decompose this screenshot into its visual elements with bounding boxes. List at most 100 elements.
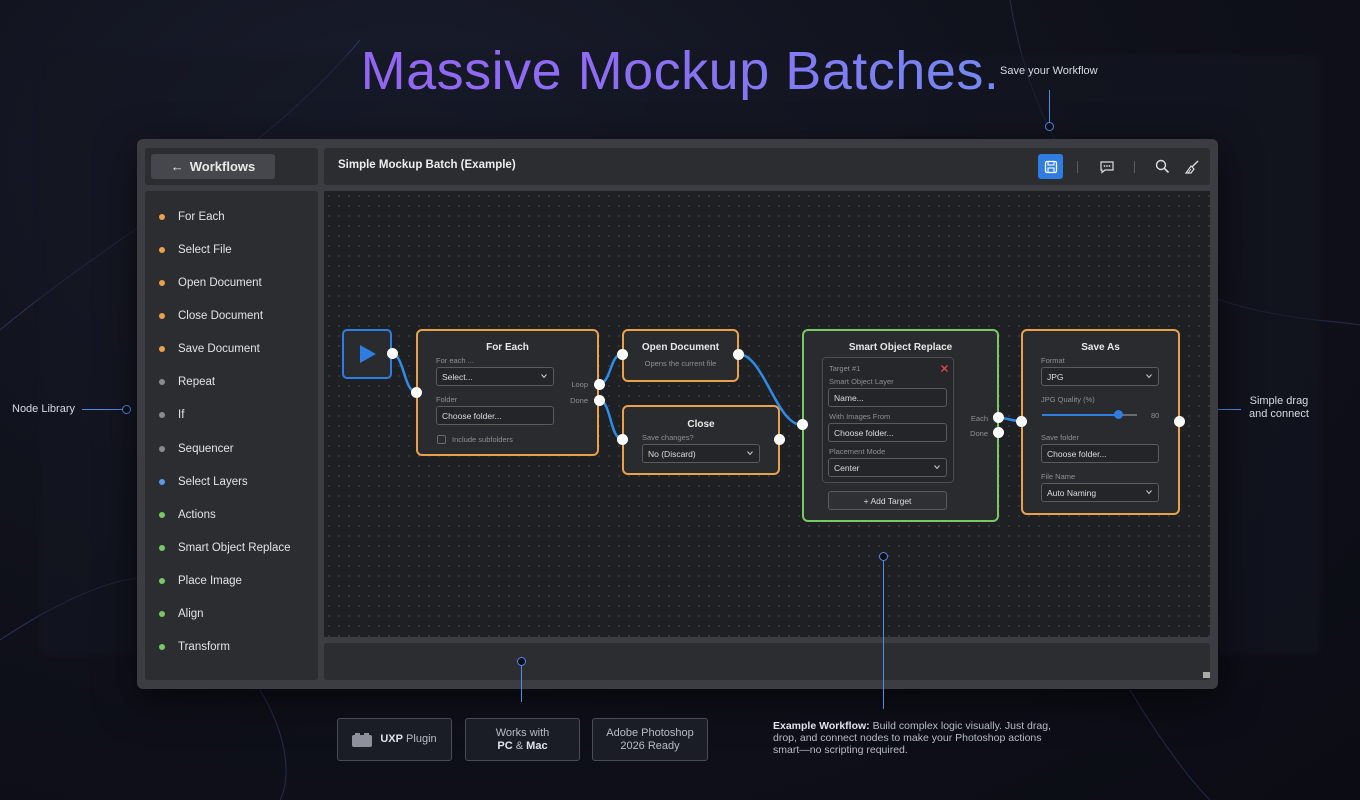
app-window: ← Workflows Simple Mockup Batch (Example… (137, 139, 1218, 689)
sidebar-item-label: Place Image (178, 575, 242, 587)
callout-drag-line2: and connect (1249, 408, 1309, 420)
jpg-quality-label: JPG Quality (%) (1041, 395, 1095, 404)
save-folder-placeholder: Choose folder... (1047, 448, 1107, 459)
file-name-select[interactable]: Auto Naming (1041, 483, 1159, 502)
for-each-select[interactable]: Select... (436, 367, 554, 386)
sidebar-item-smart-object-replace[interactable]: Smart Object Replace (159, 539, 291, 557)
file-name-label: File Name (1041, 472, 1076, 481)
open-document-output-port[interactable] (733, 349, 744, 360)
sidebar-item-label: Align (178, 608, 204, 620)
toolbar-separator (1077, 161, 1078, 173)
smart-object-input-port[interactable] (797, 419, 808, 430)
sidebar-item-select-file[interactable]: Select File (159, 241, 232, 259)
workflow-canvas[interactable]: For Each For each ... Select... Folder C… (324, 191, 1210, 637)
done-port-label: Done (970, 429, 988, 438)
workflow-toolbar: Simple Mockup Batch (Example) (324, 148, 1210, 185)
file-name-value: Auto Naming (1047, 487, 1097, 498)
include-subfolders-checkbox[interactable] (437, 435, 446, 444)
open-document-input-port[interactable] (617, 349, 628, 360)
search-button[interactable] (1150, 154, 1175, 179)
smart-object-replace-node[interactable]: Smart Object Replace Target #1 Smart Obj… (802, 329, 999, 522)
save-as-output-port[interactable] (1174, 416, 1185, 427)
save-folder-input[interactable]: Choose folder... (1041, 444, 1159, 463)
folder-input-placeholder: Choose folder... (442, 410, 502, 421)
format-select[interactable]: JPG (1041, 367, 1159, 386)
each-output-port[interactable] (993, 412, 1004, 423)
jpg-quality-knob[interactable] (1113, 410, 1123, 419)
placement-mode-select[interactable]: Center (828, 458, 947, 477)
format-value: JPG (1047, 371, 1064, 382)
sidebar-item-for-each[interactable]: For Each (159, 208, 225, 226)
broom-icon (1184, 160, 1198, 174)
sidebar-item-repeat[interactable]: Repeat (159, 373, 215, 391)
sidebar-item-label: If (178, 409, 185, 421)
example-bold: Example Workflow: (773, 720, 870, 732)
jpg-quality-fill (1042, 414, 1118, 416)
for-each-input-port[interactable] (411, 387, 422, 398)
sidebar-item-label: Repeat (178, 376, 216, 388)
uxp-plugin-badge: UXP Plugin (337, 718, 452, 761)
chat-icon (1099, 160, 1114, 174)
sidebar-item-close-document[interactable]: Close Document (159, 307, 263, 325)
done-output-port[interactable] (594, 395, 605, 406)
save-as-input-port[interactable] (1016, 416, 1027, 427)
sidebar-item-align[interactable]: Align (159, 605, 204, 623)
category-dot (159, 446, 165, 452)
format-label: Format (1041, 356, 1065, 365)
placement-mode-value: Center (834, 462, 860, 473)
sidebar-item-select-layers[interactable]: Select Layers (159, 473, 248, 491)
close-output-port[interactable] (774, 434, 785, 445)
sidebar-item-label: Open Document (178, 277, 262, 289)
sidebar-item-transform[interactable]: Transform (159, 638, 230, 656)
category-dot (159, 346, 165, 352)
callout-save-workflow: Save your Workflow (1000, 65, 1098, 77)
chevron-down-icon (934, 465, 940, 470)
save-folder-label: Save folder (1041, 433, 1079, 442)
node-title: Open Document (641, 342, 720, 353)
sidebar-item-if[interactable]: If (159, 406, 184, 424)
layer-name-input[interactable]: Name... (828, 388, 947, 407)
images-folder-input[interactable]: Choose folder... (828, 423, 947, 442)
close-node[interactable]: Close Save changes? No (Discard) (622, 405, 780, 475)
start-output-port[interactable] (387, 348, 398, 359)
start-node[interactable] (342, 329, 392, 379)
node-title: For Each (486, 342, 529, 353)
clean-up-button[interactable] (1179, 154, 1204, 179)
images-folder-placeholder: Choose folder... (834, 427, 894, 438)
remove-target-icon[interactable] (941, 365, 948, 372)
folder-input[interactable]: Choose folder... (436, 406, 554, 425)
resize-handle[interactable] (1203, 672, 1210, 678)
play-icon (360, 345, 376, 363)
category-dot (159, 412, 165, 418)
add-target-button[interactable]: + Add Target (828, 491, 947, 510)
toolbar-separator (1134, 161, 1135, 173)
node-subtitle: Opens the current file (644, 359, 717, 368)
callout-dot (517, 657, 526, 666)
category-dot (159, 644, 165, 650)
node-library-sidebar: For Each Select File Open Document Close… (145, 191, 318, 680)
for-each-node[interactable]: For Each For each ... Select... Folder C… (416, 329, 599, 456)
sidebar-item-save-document[interactable]: Save Document (159, 340, 260, 358)
close-input-port[interactable] (617, 434, 628, 445)
save-changes-select[interactable]: No (Discard) (642, 444, 760, 463)
sidebar-item-actions[interactable]: Actions (159, 506, 216, 524)
sidebar-item-sequencer[interactable]: Sequencer (159, 440, 234, 458)
done-output-port[interactable] (993, 427, 1004, 438)
save-as-node[interactable]: Save As Format JPG JPG Quality (%) 80 Sa… (1021, 329, 1180, 515)
sidebar-item-open-document[interactable]: Open Document (159, 274, 262, 292)
layer-name-placeholder: Name... (834, 392, 864, 403)
headline: Massive Mockup Batches. (0, 40, 1360, 102)
sidebar-item-label: Close Document (178, 310, 264, 322)
back-to-workflows-button[interactable]: ← Workflows (151, 154, 275, 179)
loop-output-port[interactable] (594, 379, 605, 390)
category-dot (159, 313, 165, 319)
comments-button[interactable] (1094, 154, 1119, 179)
back-button-label: Workflows (189, 159, 256, 174)
open-document-node[interactable]: Open Document Opens the current file (622, 329, 739, 382)
chevron-down-icon (1146, 374, 1152, 379)
platform-badge: Works with PC & Mac (465, 718, 580, 761)
category-dot (159, 512, 165, 518)
save-workflow-button[interactable] (1038, 154, 1063, 179)
callout-dot (122, 405, 131, 414)
sidebar-item-place-image[interactable]: Place Image (159, 572, 242, 590)
